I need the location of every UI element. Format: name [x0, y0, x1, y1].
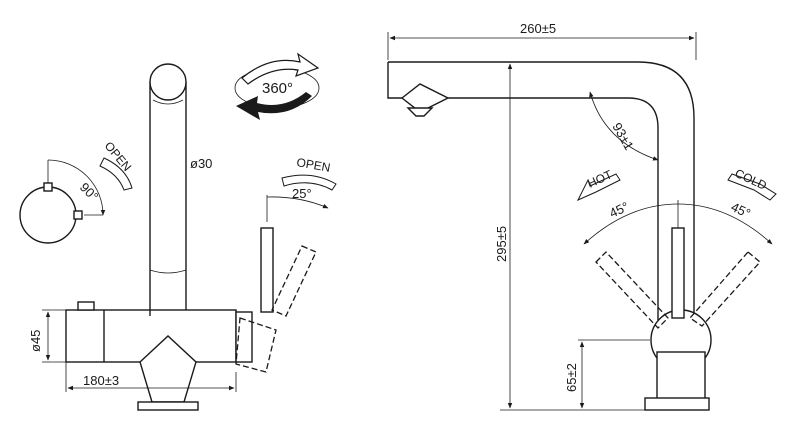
spout-arm: [387, 61, 695, 320]
lever: [260, 227, 274, 313]
overall-height-label: 295±5: [494, 226, 509, 262]
side-knob: 90° OPEN: [19, 139, 134, 244]
hot-cold-lever-positions: [595, 251, 761, 329]
overall-length-dimension: 260±5: [387, 21, 697, 60]
open-lever-label: OPEN: [295, 155, 331, 175]
spout: [149, 63, 187, 310]
rotation-label: 360°: [262, 80, 293, 97]
lever-open-position: [235, 245, 317, 373]
base-height-label: 65±2: [564, 363, 579, 392]
body-diameter-dimension: ø45: [28, 309, 66, 363]
body-length-label: 180±3: [83, 373, 119, 388]
body-length-dimension: 180±3: [65, 362, 237, 392]
lever-open-dimension: 25° OPEN: [266, 155, 337, 222]
overall-length-label: 260±5: [520, 21, 556, 36]
base-height-dimension: 65±2: [564, 339, 650, 409]
base-column: [644, 227, 712, 411]
front-view: 360° 90° OPEN 25° OPEN ø30: [19, 52, 337, 411]
cold-angle-label: 45°: [729, 199, 753, 221]
body-diameter-label: ø45: [28, 330, 43, 352]
hot-angle-label: 45°: [607, 199, 631, 221]
spout-diameter-label: ø30: [190, 156, 212, 171]
side-lever-angle-label: 90°: [77, 180, 102, 205]
base: [137, 335, 199, 411]
lever-open-angle-label: 25°: [292, 186, 312, 201]
spout-angle-label: 93±1: [609, 120, 636, 152]
spout-angle-dimension: 93±1: [589, 91, 659, 161]
side-view: 260±5 295±5: [387, 21, 777, 411]
overall-height-dimension: 295±5: [494, 63, 645, 411]
rotation-360-icon: 360°: [234, 52, 320, 120]
